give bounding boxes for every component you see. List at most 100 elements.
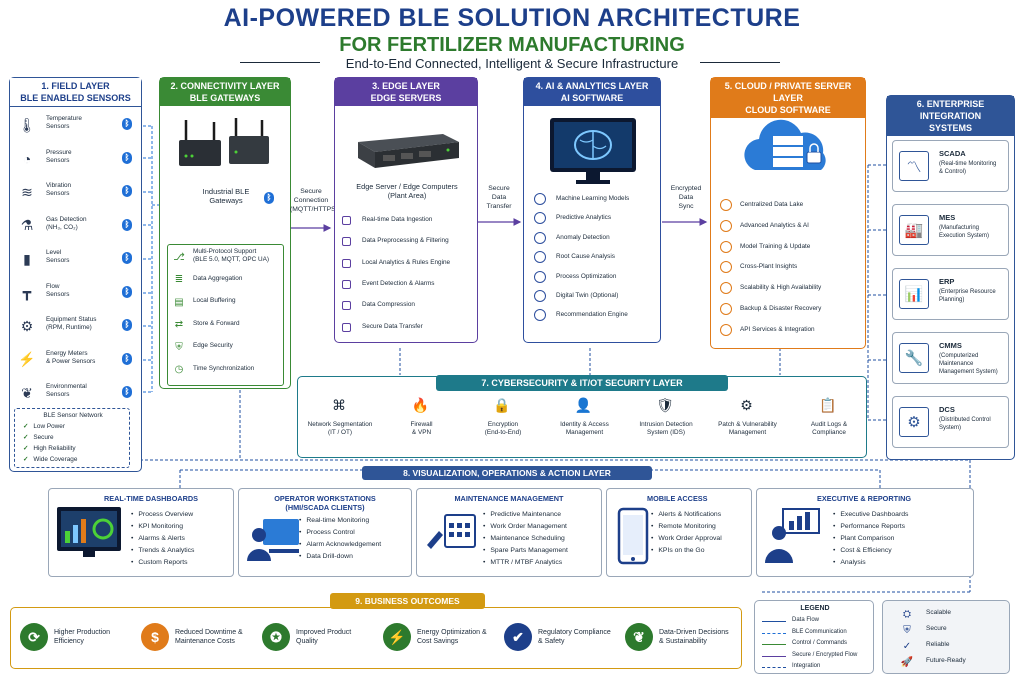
edge-layer-header: 3. EDGE LAYER EDGE SERVERS	[335, 78, 477, 106]
cloud-layer-title: 5. CLOUD / PRIVATE SERVER LAYER	[724, 81, 852, 103]
ai-layer-header: 4. AI & ANALYTICS LAYER AI SOFTWARE	[524, 78, 660, 106]
security-item-label-line2: Compliance	[812, 429, 846, 436]
viz-card-item: Trends & Analytics	[131, 545, 231, 557]
secure-connection-line1: Secure	[300, 188, 322, 195]
sensor-label-line2: (RPM, Runtime)	[46, 324, 92, 331]
security-item-label-line1: Encryption	[487, 421, 519, 428]
viz-card-title: OPERATOR WORKSTATIONS(HMI/SCADA CLIENTS)	[239, 494, 411, 512]
business-outcome-label: Reduced Downtime &Maintenance Costs	[175, 628, 243, 646]
enterprise-system-desc-line1: (Computerized	[939, 353, 979, 359]
ble-network-title: BLE Sensor Network	[43, 412, 103, 419]
business-outcome: ❦Data-Driven Decisions& Sustainability	[625, 623, 743, 651]
bluetooth-icon: ᛒ	[122, 151, 132, 164]
secure-transfer-line2: Data	[491, 194, 507, 201]
ai-feature-icon	[534, 290, 546, 302]
ai-feature-label: Digital Twin (Optional)	[556, 292, 619, 299]
security-item-label-line1: Intrusion Detection	[639, 421, 693, 428]
viz-card: EXECUTIVE & REPORTINGExecutive Dashboard…	[756, 488, 974, 577]
cloud-feature-icon	[720, 219, 732, 232]
enterprise-layer-title: 6. ENTERPRISE INTEGRATION	[916, 99, 985, 121]
ai-feature-label: Anomaly Detection	[556, 233, 610, 241]
cloud-feature-label: Model Training & Update	[740, 242, 811, 250]
encrypted-sync-line1: Encrypted	[670, 185, 702, 192]
ai-layer-panel: 4. AI & ANALYTICS LAYER AI SOFTWARE	[523, 77, 661, 343]
viz-card: OPERATOR WORKSTATIONS(HMI/SCADA CLIENTS)…	[238, 488, 412, 577]
ble-sensor-network-box: BLE Sensor Network ✓Low Power✓Secure✓Hig…	[14, 408, 130, 468]
viz-layer-title: 8. VISUALIZATION, OPERATIONS & ACTION LA…	[362, 466, 652, 480]
secure-transfer-line3: Transfer	[486, 203, 512, 210]
cloud-layer-subtitle: CLOUD SOFTWARE	[745, 105, 831, 115]
connectivity-layer-header: 2. CONNECTIVITY LAYER BLE GATEWAYS	[160, 78, 290, 106]
sensor-label-line2: Sensors	[46, 257, 70, 264]
sensor-label-line1: Gas Detection	[46, 215, 87, 223]
cloud-feature-icon	[720, 282, 732, 295]
ble-network-item: ✓High Reliability	[23, 445, 76, 453]
edge-server-caption-line1: Edge Server / Edge Computers	[356, 182, 458, 191]
connectivity-layer-title: 2. CONNECTIVITY LAYER	[170, 81, 280, 91]
connectivity-feature-icon: ◷	[174, 364, 184, 375]
ai-feature-label: Machine Learning Models	[556, 195, 630, 202]
legend-title: LEGEND	[800, 605, 830, 612]
bluetooth-icon: ᛒ	[122, 319, 132, 331]
legend-panel: LEGEND	[754, 600, 874, 674]
sensor-label-line2: Sensors	[46, 123, 70, 130]
sensor-label-line2: Sensors	[46, 190, 70, 197]
connectivity-feature-icon: ⇄	[174, 319, 184, 330]
enterprise-layer-subtitle: SYSTEMS	[928, 123, 972, 133]
cloud-feature-icon	[720, 323, 732, 336]
legend-line-swatch	[762, 655, 786, 657]
viz-card-title-line1: REAL-TIME DASHBOARDS	[104, 494, 199, 503]
edge-server-image	[358, 134, 459, 168]
cloud-feature-icon	[720, 303, 732, 315]
connectivity-feature-icon: ▤	[174, 296, 184, 308]
cloud-feature-label: Cross-Plant Insights	[740, 263, 798, 271]
ble-network-item: ✓Secure	[23, 434, 54, 442]
connectivity-feature-label: Store & Forward	[193, 319, 240, 327]
field-layer-panel: 1. FIELD LAYER BLE ENABLED SENSORS	[9, 77, 142, 472]
bluetooth-icon: ᛒ	[122, 386, 132, 398]
enterprise-system-name: ERP	[939, 277, 955, 286]
bluetooth-icon: ᛒ	[122, 352, 132, 365]
enterprise-layer-panel: 6. ENTERPRISE INTEGRATION SYSTEMS	[886, 95, 1015, 460]
business-outcome-label-line2: Maintenance Costs	[175, 638, 235, 645]
bluetooth-icon: ᛒ	[122, 218, 132, 231]
legend-item-label: Secure / Encrypted Flow	[792, 651, 858, 658]
security-layer-title: 7. CYBERSECURITY & IT/OT SECURITY LAYER	[436, 375, 728, 391]
enterprise-system-desc-line2: System)	[939, 425, 962, 431]
edge-feature-label: Local Analytics & Rules Engine	[362, 258, 451, 266]
ai-feature-label: Process Optimization	[556, 272, 617, 280]
viz-card-list: Process OverviewKPI MonitoringAlarms & A…	[131, 509, 231, 569]
viz-card-item: Alarms & Alerts	[131, 533, 231, 545]
viz-card-item: Work Order Management	[483, 521, 599, 533]
business-outcome: ⚡Energy Optimization &Cost Savings	[383, 623, 501, 651]
connectivity-feature-label: Time Synchronization	[193, 364, 255, 372]
check-icon: ✓	[23, 434, 29, 441]
legend-item-label: Integration	[792, 663, 821, 669]
security-layer-panel: 7. CYBERSECURITY & IT/OT SECURITY LAYER	[297, 375, 867, 458]
business-outcome-icon: ⟳	[20, 623, 48, 651]
security-item-icon: 🔥	[411, 396, 430, 413]
sensor-label-line1: Pressure	[46, 148, 72, 156]
thermometer-icon: 🌡	[18, 116, 36, 133]
tank-icon: ▮	[23, 250, 31, 267]
enterprise-system-name: CMMS	[939, 341, 962, 350]
business-outcome-icon: $	[141, 623, 169, 651]
qualities-panel	[882, 600, 1010, 674]
page-title: AI-POWERED BLE SOLUTION ARCHITECTURE	[223, 4, 801, 32]
gauge-icon: ◔	[22, 150, 32, 167]
viz-card-list: Predictive MaintenanceWork Order Managem…	[483, 509, 599, 569]
bolt-icon: ⚡	[18, 351, 36, 367]
ai-feature-label: Root Cause Analysis	[556, 253, 615, 261]
sensor-label-line2: (NH₃, CO₂)	[46, 223, 78, 231]
sensor-label-line1: Flow	[46, 282, 60, 290]
enterprise-system-desc-line1: (Distributed Control	[939, 417, 991, 423]
viz-card-illustration	[245, 515, 301, 570]
connectivity-feature: Local Buffering	[193, 297, 285, 305]
quality-icon: ⛨	[903, 624, 911, 636]
connectivity-feature-label: Multi-Protocol Support	[193, 248, 257, 255]
security-item-icon: 📋	[819, 396, 837, 413]
security-item-icon: 👤	[574, 396, 593, 413]
edge-layer-title: 3. EDGE LAYER	[372, 81, 440, 91]
